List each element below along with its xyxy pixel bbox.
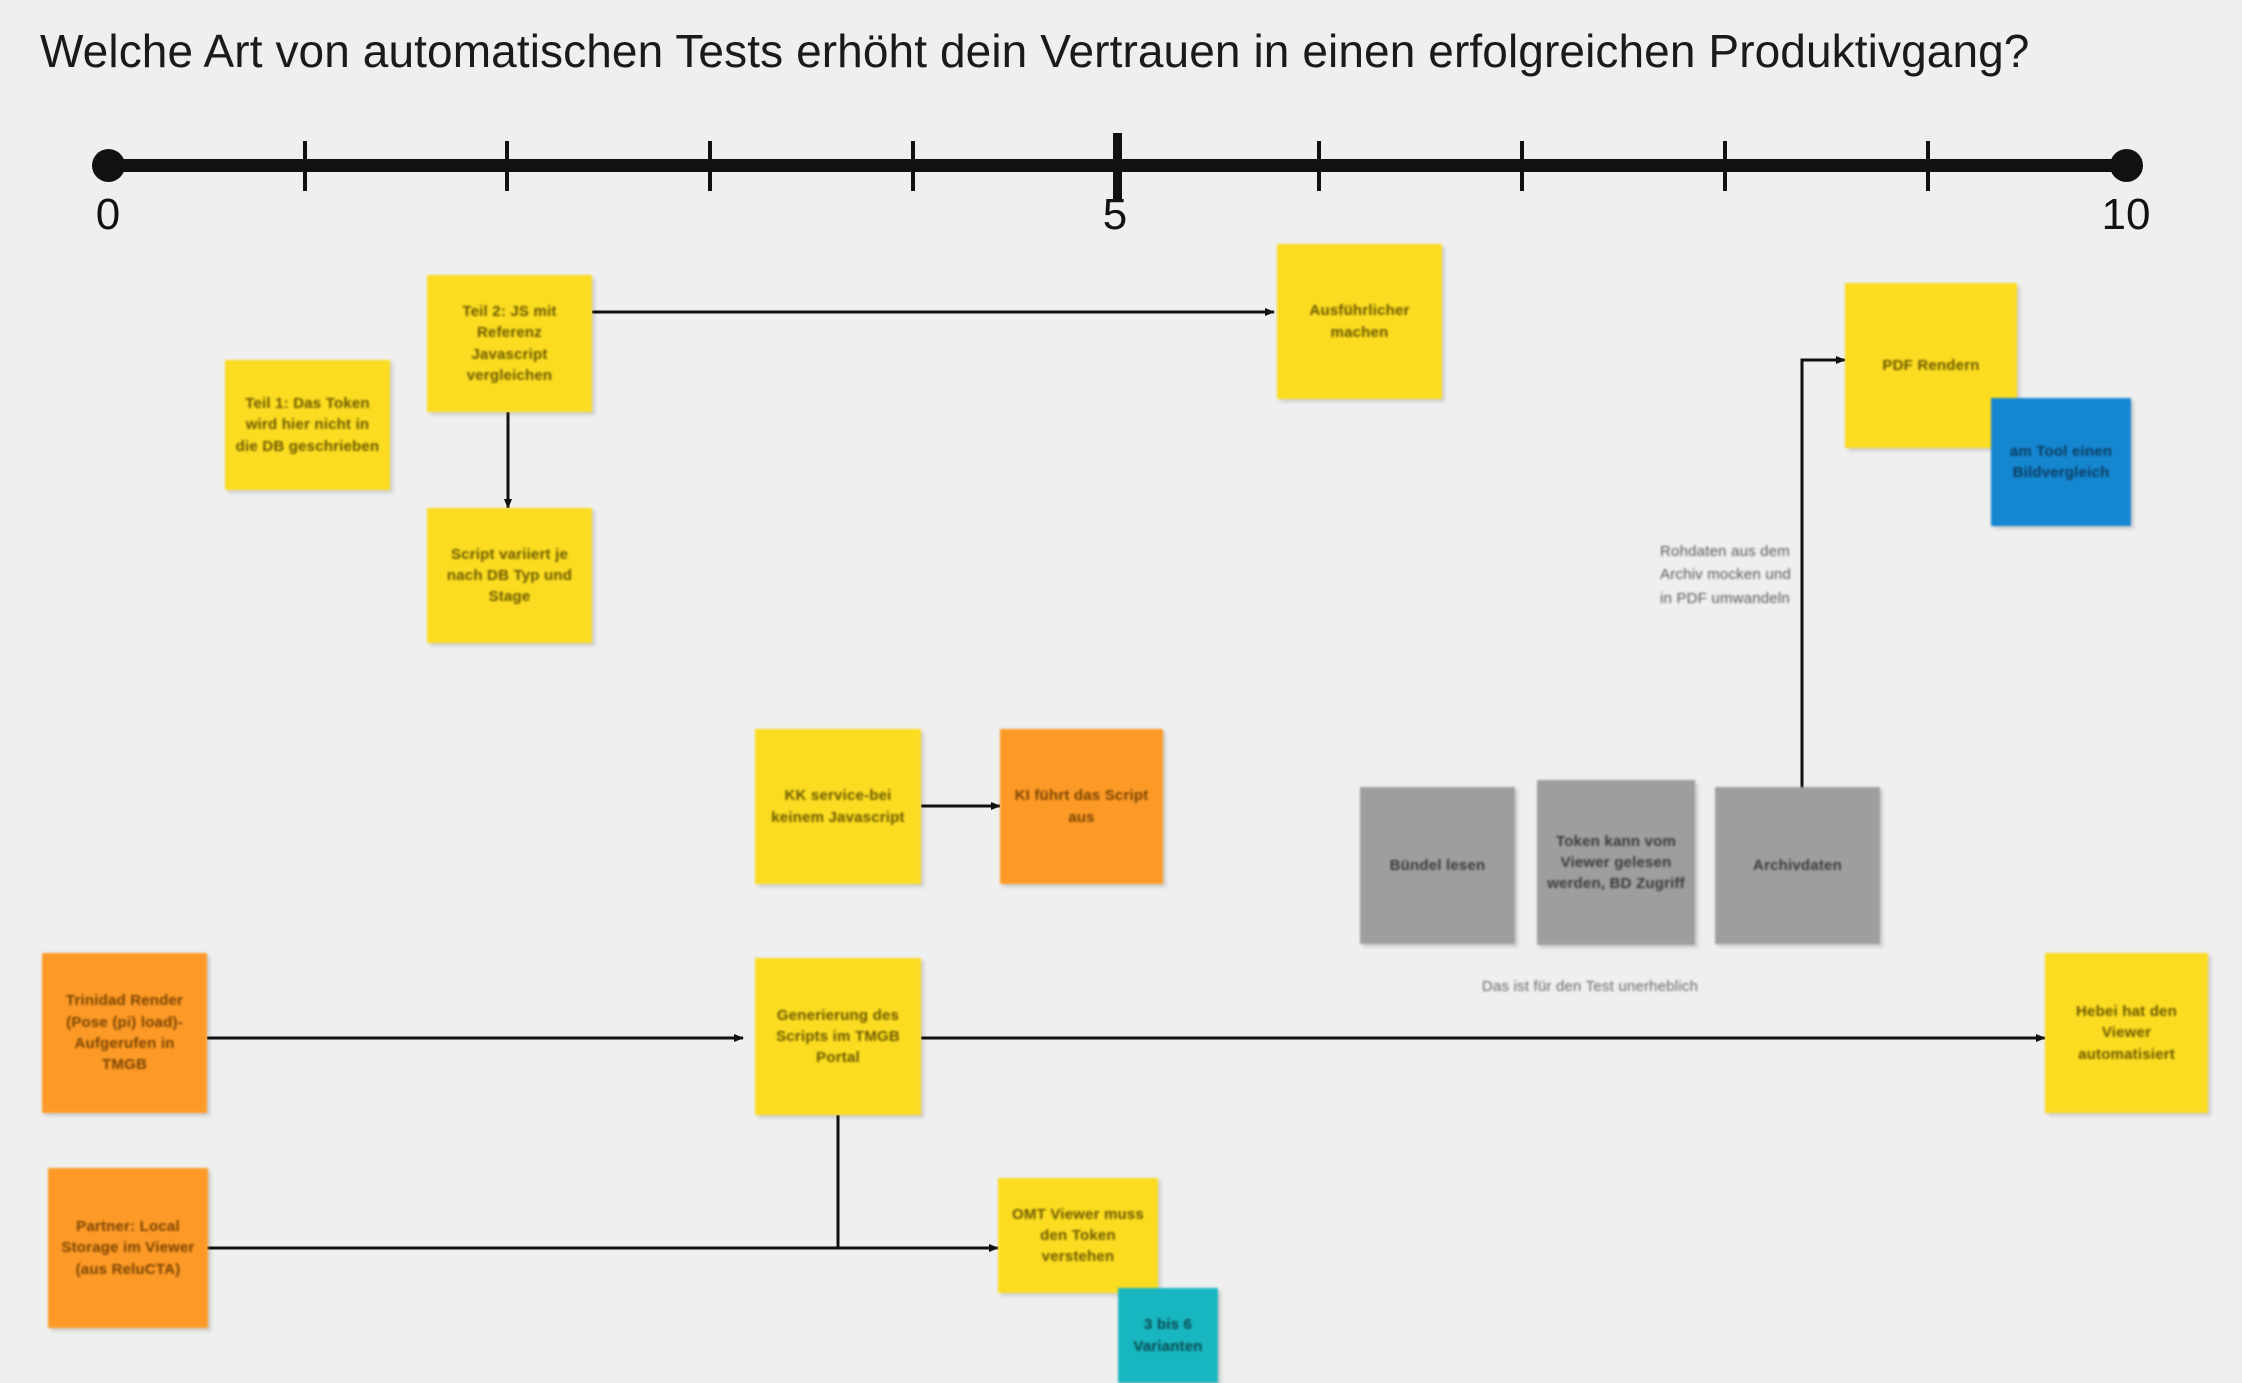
scale-tick-9 bbox=[1926, 141, 1930, 191]
sticky-note[interactable]: KK service-bei keinem Javascript bbox=[755, 729, 921, 884]
scale-tick-2 bbox=[505, 141, 509, 191]
scale-tick-4 bbox=[911, 141, 915, 191]
sticky-note-text: Token kann vom Viewer gelesen werden, BD… bbox=[1547, 832, 1685, 893]
sticky-note-text: PDF Rendern bbox=[1882, 356, 1980, 374]
sticky-note-text: Teil 2: JS mit Referenz Javascript vergl… bbox=[462, 302, 557, 384]
sticky-note-text: KI führt das Script aus bbox=[1014, 787, 1149, 826]
scale-tick-7 bbox=[1520, 141, 1524, 191]
scale-tick-8 bbox=[1723, 141, 1727, 191]
sticky-note-text: Hebei hat den Viewer automatisiert bbox=[2076, 1003, 2177, 1063]
sticky-note[interactable]: KI führt das Script aus bbox=[1000, 729, 1163, 884]
sticky-note[interactable]: Archivdaten bbox=[1715, 787, 1880, 944]
page-title: Welche Art von automatischen Tests erhöh… bbox=[40, 25, 2030, 77]
sticky-note[interactable]: Teil 1: Das Token wird hier nicht in die… bbox=[225, 360, 390, 490]
sticky-note-text: Partner: Local Storage im Viewer (aus Re… bbox=[61, 1218, 195, 1278]
sticky-note[interactable]: am Tool einen Bildvergleich bbox=[1991, 398, 2131, 526]
sticky-note[interactable]: Ausführlicher machen bbox=[1277, 244, 1442, 399]
sticky-note[interactable]: Teil 2: JS mit Referenz Javascript vergl… bbox=[427, 275, 592, 412]
sticky-note-text: Generierung des Scripts im TMGB Portal bbox=[776, 1006, 900, 1067]
sticky-note[interactable]: PDF Rendern bbox=[1845, 283, 2017, 448]
scale-label-mid: 5 bbox=[1102, 190, 1128, 239]
annotation-text: Rohdaten aus dem Archiv mocken und in PD… bbox=[1660, 543, 1791, 607]
sticky-note-text: Archivdaten bbox=[1753, 856, 1842, 874]
annotation-caption: Das ist für den Test unerheblich bbox=[1481, 978, 1699, 995]
sticky-note-text: 3 bis 6 Varianten bbox=[1133, 1316, 1203, 1355]
sticky-note[interactable]: Partner: Local Storage im Viewer (aus Re… bbox=[48, 1168, 208, 1328]
scale-endpoint-min[interactable] bbox=[92, 149, 125, 182]
scale-label-max: 10 bbox=[2101, 190, 2151, 239]
sticky-note[interactable]: Script variiert je nach DB Typ und Stage bbox=[427, 508, 592, 643]
scale-endpoint-max[interactable] bbox=[2110, 149, 2143, 182]
scale-label-min: 0 bbox=[95, 190, 121, 239]
sticky-note-text: Ausführlicher machen bbox=[1309, 302, 1410, 341]
scale-tick-3 bbox=[708, 141, 712, 191]
confidence-scale[interactable]: 0 5 10 bbox=[0, 120, 2242, 270]
scale-axis-line bbox=[105, 159, 2142, 172]
sticky-note-text: Teil 1: Das Token wird hier nicht in die… bbox=[235, 395, 380, 455]
sticky-note-text: am Tool einen Bildvergleich bbox=[2009, 442, 2113, 481]
sticky-note-text: KK service-bei keinem Javascript bbox=[771, 787, 905, 826]
sticky-note[interactable]: Trinidad Render (Pose (pi) load)- Aufger… bbox=[42, 953, 207, 1113]
sticky-note[interactable]: Bündel lesen bbox=[1360, 787, 1515, 944]
sticky-note[interactable]: Token kann vom Viewer gelesen werden, BD… bbox=[1537, 780, 1695, 945]
scale-tick-5-major bbox=[1113, 133, 1122, 200]
sticky-note-text: OMT Viewer muss den Token verstehen bbox=[1012, 1205, 1144, 1266]
sticky-note-text: Bündel lesen bbox=[1389, 856, 1486, 874]
sticky-note[interactable]: Generierung des Scripts im TMGB Portal bbox=[755, 958, 921, 1115]
sticky-note[interactable]: OMT Viewer muss den Token verstehen bbox=[998, 1178, 1158, 1293]
scale-tick-6 bbox=[1317, 141, 1321, 191]
sticky-note-text: Script variiert je nach DB Typ und Stage bbox=[446, 545, 573, 606]
sticky-note-text: Trinidad Render (Pose (pi) load)- Aufger… bbox=[65, 992, 184, 1074]
sticky-note[interactable]: 3 bis 6 Varianten bbox=[1118, 1288, 1218, 1383]
scale-tick-1 bbox=[303, 141, 307, 191]
sticky-note[interactable]: Hebei hat den Viewer automatisiert bbox=[2045, 953, 2208, 1113]
